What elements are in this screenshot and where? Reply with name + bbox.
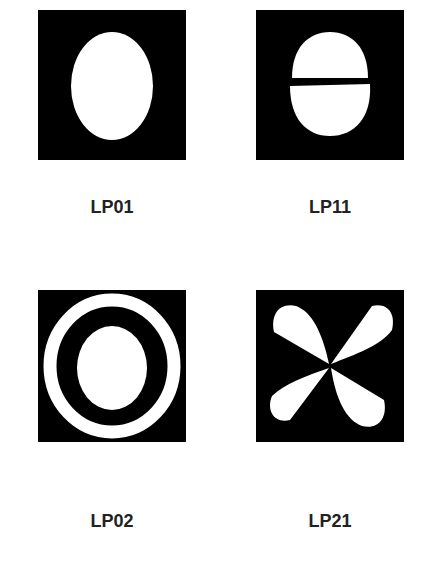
mode-label: LP02 [90, 511, 133, 533]
mode-panel [256, 290, 404, 442]
mode-panel [38, 10, 186, 160]
mode-panel [256, 10, 404, 160]
mode-lobe [290, 84, 370, 136]
mode-label: LP21 [308, 511, 351, 533]
mode-label: LP01 [90, 197, 133, 219]
mode-label: LP11 [309, 197, 351, 219]
mode-spot [77, 326, 147, 410]
mode-panel [38, 290, 186, 442]
mode-ring [50, 300, 174, 432]
mode-spot [71, 32, 153, 140]
mode-lobe [292, 32, 368, 78]
mode-petals [270, 305, 393, 427]
